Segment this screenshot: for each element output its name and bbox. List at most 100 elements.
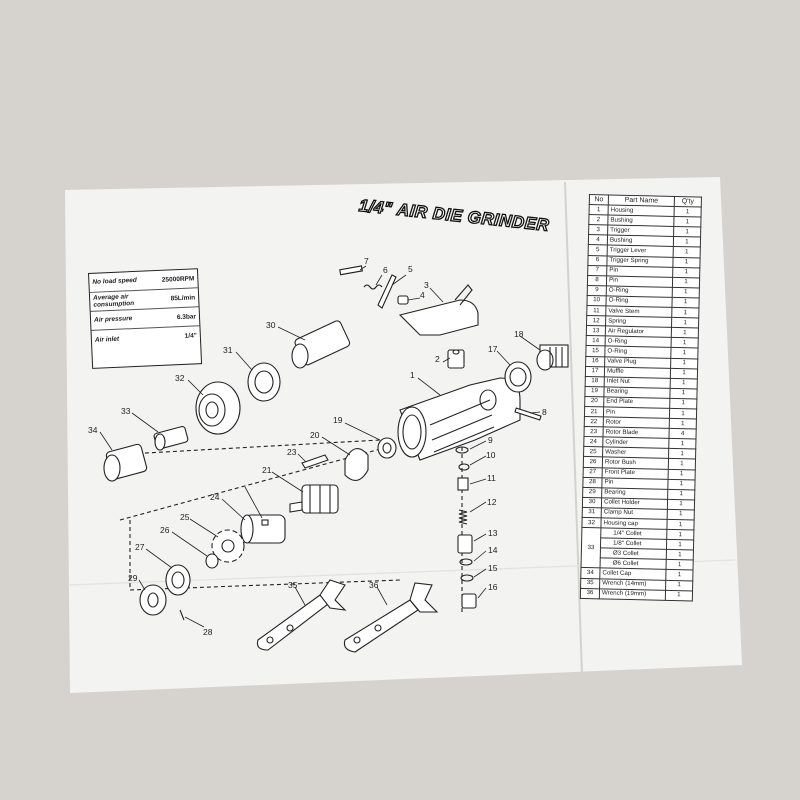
cell-qty: 1 — [667, 509, 695, 520]
cell-no: 11 — [586, 305, 606, 317]
cell-no: 21 — [584, 406, 604, 417]
cell-qty: 1 — [673, 226, 701, 238]
cell-no: 8 — [587, 275, 607, 286]
washer-part — [211, 529, 245, 563]
cell-no: 7 — [587, 265, 607, 276]
callout-30: 30 — [266, 320, 276, 330]
callout-5: 5 — [408, 264, 413, 274]
cell-qty: 1 — [668, 468, 696, 480]
cell-qty: 1 — [668, 458, 696, 470]
cell-qty: 1 — [671, 317, 699, 329]
cell-qty: 1 — [672, 267, 700, 278]
cell-no: 35 — [580, 577, 600, 589]
cell-no: 25 — [583, 446, 603, 458]
callout-36: 36 — [369, 580, 379, 590]
cell-no: 23 — [583, 426, 604, 438]
cell-qty: 1 — [668, 448, 696, 460]
assembly-guide-line — [109, 439, 381, 456]
cell-part-name: Wrench (19mm) — [599, 588, 666, 601]
callout-15: 15 — [488, 563, 498, 573]
cell-no: 9 — [587, 285, 607, 296]
cell-qty: 1 — [672, 287, 700, 298]
cell-no: 15 — [585, 345, 606, 357]
bushing-part — [447, 349, 465, 369]
cell-no: 33 — [581, 527, 601, 569]
cell-no: 6 — [587, 255, 608, 266]
cell-no: 20 — [584, 396, 604, 407]
end-plate-part — [344, 448, 369, 481]
cell-no: 19 — [584, 386, 605, 397]
spec-value: 6.3bar — [176, 312, 197, 321]
cell-no: 14 — [586, 335, 606, 347]
cell-no: 36 — [580, 588, 600, 599]
callout-numbers: 1 2 3 4 5 6 7 8 9 10 11 12 13 14 15 16 1… — [88, 256, 547, 637]
cell-qty: 1 — [671, 337, 699, 349]
cell-qty: 1 — [665, 569, 693, 581]
rotor-bush-part — [205, 553, 219, 569]
cell-qty: 1 — [670, 367, 698, 379]
collet-cap-part — [103, 443, 148, 482]
callout-21: 21 — [262, 465, 272, 475]
callout-8: 8 — [542, 407, 547, 417]
cell-no: 2 — [588, 214, 609, 226]
callout-12: 12 — [487, 497, 497, 507]
cell-qty: 1 — [673, 246, 701, 258]
cell-qty: 1 — [669, 398, 697, 409]
callout-17: 17 — [488, 344, 498, 354]
callout-9: 9 — [488, 435, 493, 445]
callout-13: 13 — [488, 528, 498, 538]
exploded-view-diagram — [99, 265, 569, 653]
rotor-blade-part — [301, 454, 329, 469]
callout-10: 10 — [486, 450, 496, 460]
trigger-lever-part — [377, 274, 397, 309]
spec-label: No load speed — [92, 277, 137, 287]
cell-no: 31 — [582, 507, 602, 518]
trigger-spring-part — [363, 284, 383, 290]
cell-qty: 1 — [670, 347, 699, 359]
header-no: No — [589, 194, 609, 206]
callout-35: 35 — [288, 580, 298, 590]
trigger-bushing-part — [397, 295, 409, 305]
pin-part — [179, 609, 185, 621]
cell-qty: 1 — [665, 559, 694, 571]
cell-qty: 1 — [666, 519, 695, 531]
callout-18: 18 — [514, 329, 524, 339]
spec-row: Air inlet 1/4" — [92, 326, 201, 350]
callout-2: 2 — [435, 354, 440, 364]
cell-qty: 1 — [665, 589, 693, 601]
cell-no: 4 — [588, 234, 608, 246]
callout-29: 29 — [128, 573, 138, 583]
callout-16: 16 — [488, 582, 498, 592]
cell-qty: 1 — [669, 408, 697, 420]
spec-label: Air pressure — [93, 315, 133, 325]
callout-4: 4 — [420, 290, 425, 300]
cell-qty: 1 — [671, 307, 699, 319]
cell-no: 3 — [588, 224, 608, 236]
cell-no: 18 — [585, 376, 605, 387]
callout-14: 14 — [488, 545, 498, 555]
callout-31: 31 — [223, 345, 233, 355]
spec-value: 1/4" — [184, 332, 197, 340]
spec-box: No load speed 25000RPM Average air consu… — [88, 268, 203, 369]
spec-value: 85L/min — [170, 293, 196, 302]
cell-qty: 1 — [667, 499, 695, 510]
callout-20: 20 — [310, 430, 320, 440]
cell-qty: 1 — [674, 206, 702, 218]
paper-fold — [564, 181, 583, 676]
cell-no: 29 — [582, 487, 602, 498]
callout-1: 1 — [410, 370, 415, 380]
cell-qty: 1 — [666, 549, 694, 561]
leader-lines — [99, 265, 541, 628]
assembly-guide-line — [129, 520, 401, 591]
cell-qty: 1 — [671, 327, 699, 339]
cell-no: 10 — [586, 295, 607, 306]
cylinder-part — [240, 514, 286, 544]
clamp-nut-part — [247, 362, 281, 402]
cell-qty: 1 — [667, 489, 695, 500]
cell-no: 5 — [588, 244, 608, 256]
rotor-part — [289, 484, 339, 514]
